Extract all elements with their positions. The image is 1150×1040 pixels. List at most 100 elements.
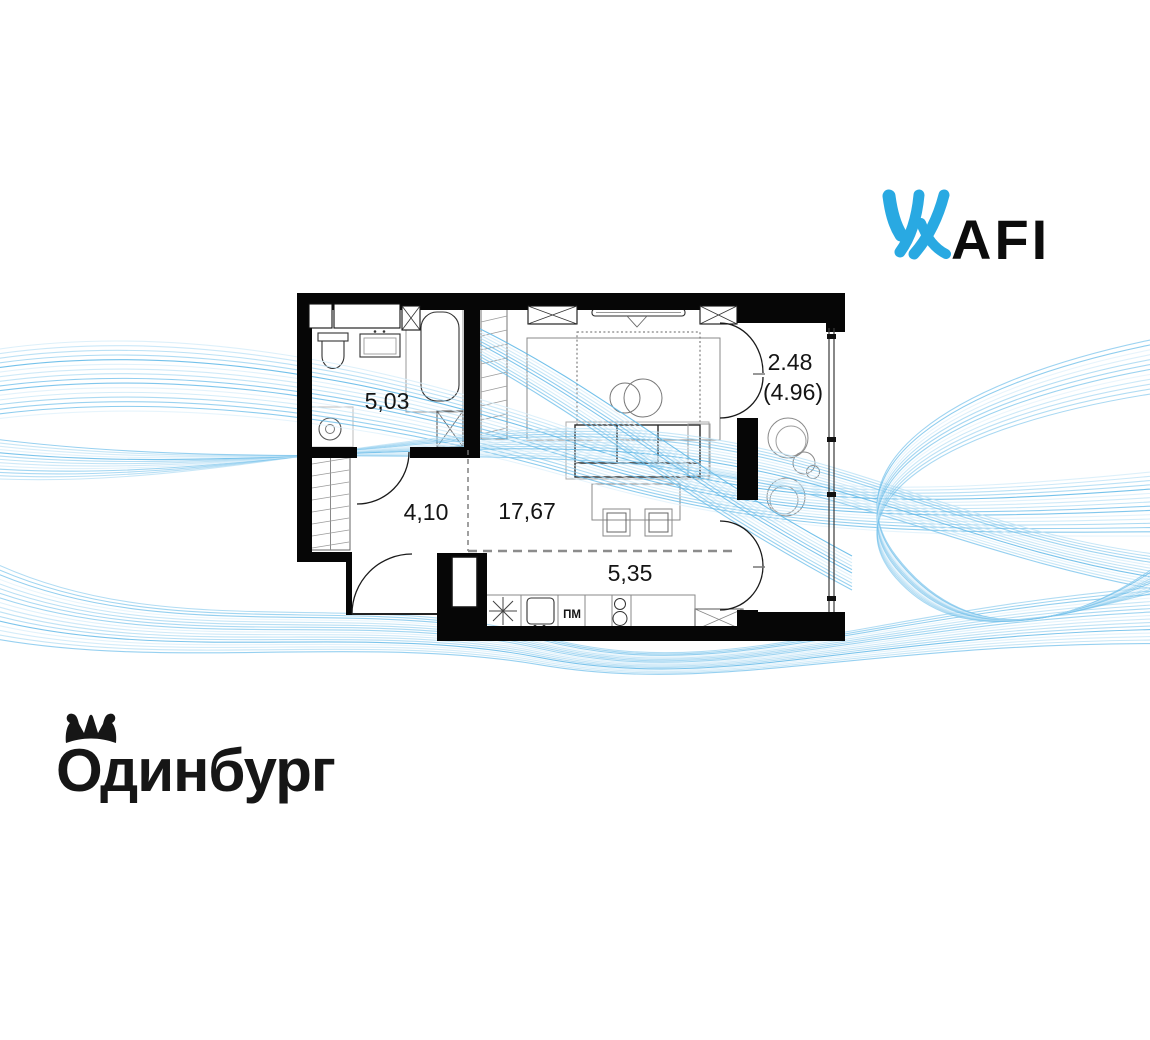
- wall-bathroom-bottom-right: [410, 447, 480, 458]
- vent-box: [333, 303, 401, 329]
- decor-swoosh-line: [0, 583, 1150, 659]
- decor-swoosh-line: [469, 341, 853, 577]
- bed-frame: [526, 337, 721, 441]
- vent-box: [308, 303, 333, 329]
- decor-swoosh-line: [876, 393, 1150, 623]
- wall-entry-jamb: [346, 562, 352, 615]
- decor-swoosh-line: [0, 428, 1150, 554]
- area-label-balcony-reduced: (4.96): [763, 379, 823, 405]
- decor-swoosh-line: [0, 405, 1150, 533]
- counter-modules: [487, 594, 632, 627]
- area-label-bathroom: 5,03: [365, 388, 410, 414]
- afi-logo-icon: [882, 189, 951, 260]
- area-label-balcony: 2.48: [768, 349, 813, 375]
- decor-swoosh-line: [0, 611, 1150, 667]
- wardrobe-top-box: [699, 305, 738, 325]
- door-meeting-tick: [753, 373, 765, 568]
- decor-swoosh-line: [0, 606, 1150, 666]
- decor-swoosh-line: [0, 615, 1150, 669]
- wall-balcony-top: [737, 310, 845, 323]
- decor-swoosh-line: [0, 629, 1150, 673]
- decor-swoosh-line: [0, 439, 1150, 589]
- decor-swoosh-line: [0, 438, 1150, 566]
- decor-swoosh-line: [0, 445, 1150, 584]
- decor-swoosh-line: [469, 323, 853, 557]
- decor-swoosh-line: [0, 620, 1150, 670]
- decor-swooshes: [0, 323, 1150, 675]
- wall-bathroom-right: [464, 310, 480, 458]
- decor-swoosh-line: [469, 329, 853, 564]
- wall-left: [297, 310, 312, 562]
- tv-unit: [591, 308, 686, 328]
- decor-swoosh-line: [0, 639, 1150, 675]
- fridge: [526, 597, 555, 629]
- sink-symbol: [489, 597, 517, 625]
- decor-swoosh-line: [0, 448, 1150, 578]
- decor-circle: [623, 378, 663, 418]
- decor-swoosh-line: [0, 442, 1150, 587]
- decor-swoosh-line: [0, 363, 1150, 503]
- labels-layer: 5,03 4,10 17,67 5,35 2.48 (4.96) ПМ: [365, 349, 823, 621]
- decor-swoosh-line: [0, 340, 1150, 488]
- wall-balcony-partition: [737, 418, 758, 500]
- door-arc-balcony-bottom: [719, 520, 764, 567]
- vent-cross-box: [401, 305, 421, 331]
- crown-icon: [65, 713, 117, 743]
- decor-swoosh-line: [0, 349, 1150, 494]
- balcony-window-line: [827, 328, 836, 612]
- decor-swoosh-line: [469, 335, 853, 571]
- decor-swoosh-line: [469, 353, 853, 591]
- wall-balcony-bottom: [745, 612, 845, 641]
- decor-swoosh-line: [0, 578, 1150, 658]
- wall-bottom: [437, 626, 745, 641]
- area-label-living-room: 17,67: [498, 498, 556, 524]
- developer-logo-text: Одинбург: [56, 737, 335, 804]
- toilet-bowl: [321, 340, 345, 370]
- kitchen-counter-row: [487, 594, 744, 631]
- decor-swoosh-line: [0, 588, 1150, 660]
- decor-swoosh-line: [469, 350, 853, 588]
- sink-basin: [363, 337, 397, 355]
- decor-swoosh-line: [469, 332, 853, 567]
- door-arc-balcony-bottom: [719, 565, 764, 611]
- door-arc-bathroom: [356, 451, 410, 505]
- decor-swoosh-line: [0, 597, 1150, 663]
- decor-swoosh-line: [0, 387, 1150, 519]
- stool: [602, 508, 631, 537]
- faucet-dot: [382, 330, 386, 333]
- hallway-wardrobe: [310, 451, 351, 551]
- wardrobe-top-box: [527, 305, 578, 325]
- afi-logo: AFI: [882, 189, 1050, 271]
- wall-balcony-partition-low: [737, 610, 758, 641]
- toilet-tank: [317, 332, 349, 342]
- shaft-duct: [451, 556, 478, 608]
- afi-logo-text: AFI: [951, 208, 1050, 271]
- decor-swoosh-line: [0, 602, 1150, 665]
- sink-vanity: [359, 333, 401, 358]
- door-arc-balcony-top: [719, 376, 764, 419]
- decor-swoosh-line: [469, 347, 853, 584]
- walls-layer: [297, 293, 845, 641]
- decor-circle: [609, 382, 641, 414]
- decor-swoosh-line: [0, 625, 1150, 671]
- bed-blanket-dashed: [576, 331, 701, 426]
- doors-layer: [351, 322, 765, 615]
- door-arc-entrance: [351, 553, 413, 615]
- developer-logo: Одинбург: [56, 713, 336, 804]
- area-label-hallway: 4,10: [404, 499, 449, 525]
- decor-swoosh-line: [0, 436, 1150, 563]
- decor-swoosh-line: [469, 326, 853, 560]
- floor-drain-inner: [325, 424, 335, 434]
- decor-swoosh-line: [0, 410, 1150, 537]
- decor-swoosh-line: [0, 441, 1150, 569]
- wall-bathroom-bottom-left: [297, 447, 357, 458]
- decor-swoosh-line: [0, 448, 1150, 581]
- decor-swoosh-line: [0, 592, 1150, 662]
- area-label-kitchen-zone: 5,35: [608, 560, 653, 586]
- decor-swoosh-line: [469, 344, 853, 581]
- kitchen-counter: [520, 594, 696, 628]
- bathtub: [420, 311, 460, 402]
- stool: [644, 508, 673, 537]
